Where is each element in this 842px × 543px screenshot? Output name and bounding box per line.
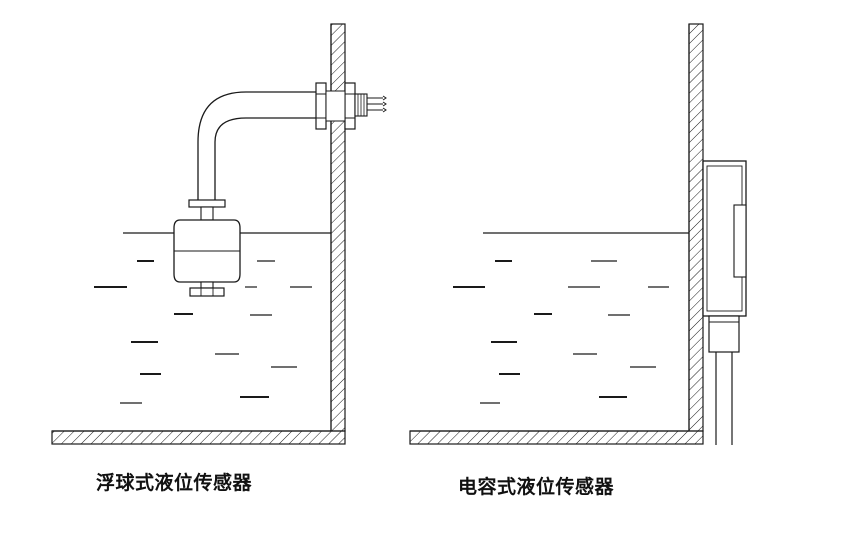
capacitive-sensor-tank	[409, 23, 704, 445]
sensor-window	[733, 204, 747, 278]
float-sensor-caption: 浮球式液位传感器	[96, 472, 253, 494]
stem-collar-bottom	[189, 287, 225, 297]
capacitive-sensor-caption: 电容式液位传感器	[458, 476, 615, 498]
cable-gland	[708, 315, 740, 353]
stem-collar-top	[188, 199, 226, 208]
tank-floor-2	[409, 430, 704, 445]
hex-nut-right	[344, 82, 356, 130]
float-sensor-tank	[51, 23, 346, 445]
tank-floor	[51, 430, 346, 445]
tank-wall-right	[330, 23, 346, 432]
float-sensor-device	[173, 82, 387, 297]
tank-wall-right-2	[688, 23, 704, 432]
sensor-pipe	[197, 91, 316, 200]
hex-nut-left	[315, 82, 327, 130]
capacitive-sensor-device	[702, 160, 747, 445]
lead-wires	[367, 95, 387, 113]
water-dashes-left	[94, 260, 312, 404]
water-dashes-right	[453, 260, 669, 404]
